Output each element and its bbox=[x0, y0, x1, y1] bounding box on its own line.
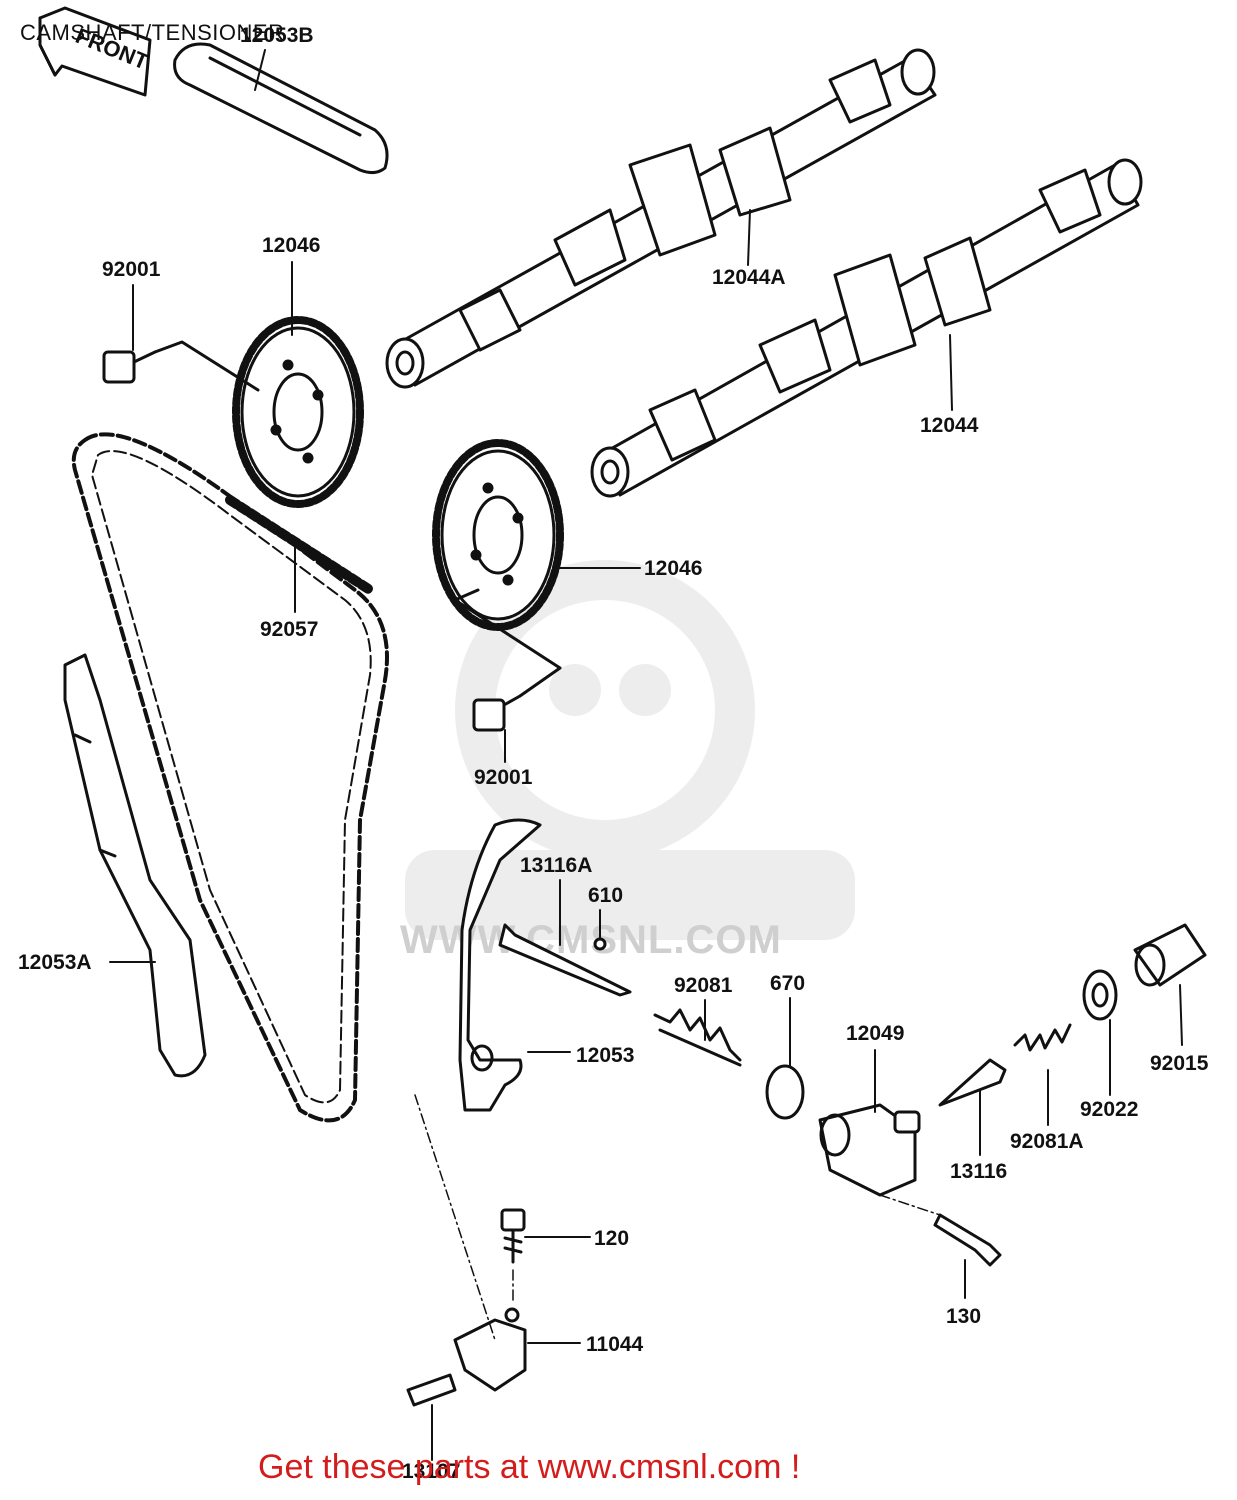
chain-guide-top-12053b bbox=[173, 42, 389, 175]
assembly-lines bbox=[414, 1094, 941, 1341]
tensioner-body-12049 bbox=[818, 1103, 921, 1197]
bracket-11044 bbox=[453, 1307, 527, 1392]
bolt-120 bbox=[500, 1208, 526, 1264]
label-12053a: 12053A bbox=[18, 951, 92, 974]
label-92057: 92057 bbox=[260, 618, 318, 641]
label-12053b: 12053B bbox=[240, 24, 314, 47]
spring-92081 bbox=[653, 1008, 742, 1067]
label-12044: 12044 bbox=[920, 414, 979, 437]
bolt-mid-92001 bbox=[453, 588, 562, 732]
label-13107: 13107 bbox=[402, 1460, 460, 1483]
label-92015: 92015 bbox=[1150, 1052, 1209, 1075]
label-92081: 92081 bbox=[674, 974, 733, 997]
bolt-130 bbox=[933, 1213, 1002, 1267]
plunger-13116 bbox=[938, 1058, 1007, 1107]
chain-guide-rear-12053a bbox=[63, 653, 207, 1078]
page-title: CAMSHAFT/TENSIONER bbox=[20, 20, 285, 45]
o-ring-670 bbox=[765, 1064, 805, 1120]
pushrod-13116a bbox=[498, 923, 632, 997]
label-120: 120 bbox=[594, 1227, 629, 1250]
label-12049: 12049 bbox=[846, 1022, 904, 1045]
washer-92022 bbox=[1082, 969, 1118, 1021]
cam-chain-92057 bbox=[71, 432, 389, 1123]
label-92001-top: 92001 bbox=[102, 258, 161, 281]
sprocket-upper-12046 bbox=[232, 316, 364, 508]
pin-13107 bbox=[406, 1373, 457, 1407]
label-670: 670 bbox=[770, 972, 805, 995]
footer-link[interactable]: Get these parts at www.cmsnl.com ! bbox=[258, 1448, 801, 1486]
camshaft-lower-12044 bbox=[590, 158, 1143, 498]
leader-lines bbox=[109, 49, 1183, 1461]
spring-92081a bbox=[1013, 1023, 1072, 1052]
label-12046-top: 12046 bbox=[262, 234, 320, 257]
label-11044: 11044 bbox=[586, 1333, 644, 1356]
label-13116a: 13116A bbox=[520, 854, 592, 877]
label-12044a: 12044A bbox=[712, 266, 786, 289]
tensioner-guide-12053 bbox=[458, 818, 542, 1112]
label-92001-mid: 92001 bbox=[474, 766, 533, 789]
label-92022: 92022 bbox=[1080, 1098, 1138, 1121]
label-12053: 12053 bbox=[576, 1044, 634, 1067]
front-arrow-icon bbox=[38, 6, 152, 97]
label-130: 130 bbox=[946, 1305, 981, 1328]
label-92081a: 92081A bbox=[1010, 1130, 1084, 1153]
cms-watermark-logo bbox=[405, 560, 855, 940]
label-13116: 13116 bbox=[950, 1160, 1007, 1183]
cap-bolt-92015 bbox=[1133, 923, 1207, 987]
camshaft-upper-12044a bbox=[385, 48, 937, 389]
bolt-upper-92001 bbox=[102, 340, 260, 392]
label-610: 610 bbox=[588, 884, 623, 907]
label-12046-mid: 12046 bbox=[644, 557, 702, 580]
